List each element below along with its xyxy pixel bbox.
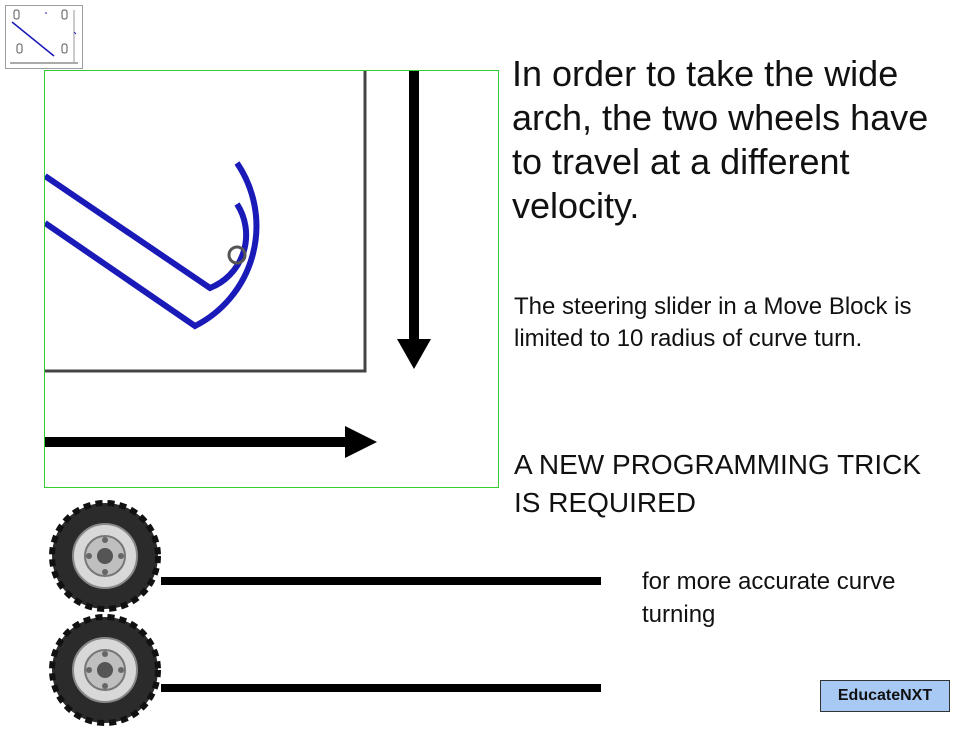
note-text: for more accurate curve turning <box>642 568 896 628</box>
slide-heading: In order to take the wide arch, the two … <box>512 53 929 226</box>
brand-badge: EducateNXT <box>820 680 950 712</box>
callout-text: A NEW PROGRAMMING TRICK IS REQUIRED <box>514 449 922 518</box>
tire-icon <box>49 500 161 612</box>
tire-icon <box>49 614 161 726</box>
course-diagram-svg <box>45 71 431 458</box>
course-boundary <box>45 71 367 373</box>
top-wheel-track-line <box>161 577 601 585</box>
bottom-wheel-track-line <box>161 684 601 692</box>
arrow-right-icon <box>45 426 377 458</box>
slide-thumbnail-icon <box>5 5 83 69</box>
pivot-circle-icon <box>227 245 247 265</box>
steering-paragraph: The steering slider in a Move Block is l… <box>514 293 912 352</box>
outer-path <box>45 161 260 330</box>
inner-path <box>45 173 250 292</box>
course-diagram <box>44 70 499 488</box>
arrow-down-icon <box>397 71 431 369</box>
